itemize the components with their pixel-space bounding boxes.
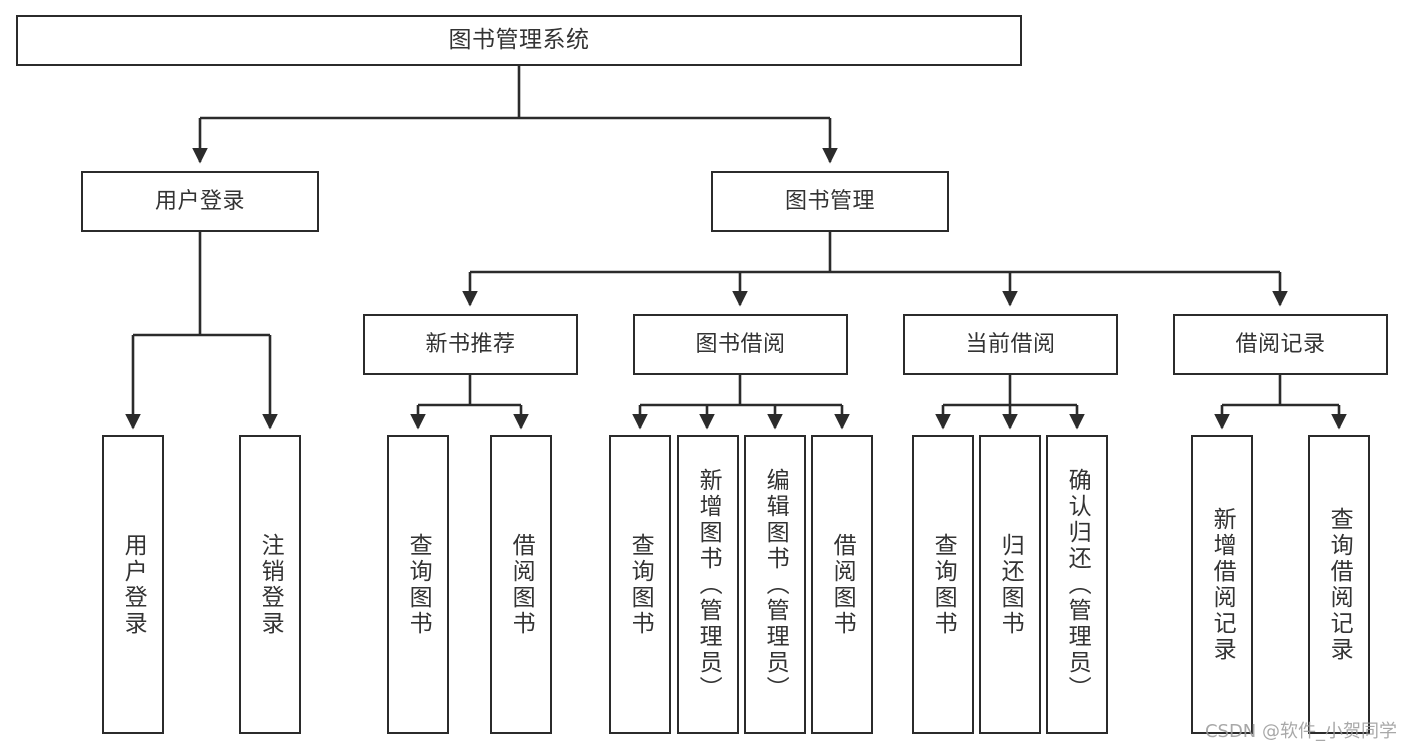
node-book-borrow-label: 图书借阅 [695, 331, 786, 357]
node-leaf-add-record-label: 新增借阅记录 [1209, 506, 1236, 663]
node-user-login-label: 用户登录 [154, 188, 245, 214]
node-leaf-query-record[interactable]: 查询借阅记录 [1308, 435, 1370, 734]
node-new-book-recommend-label: 新书推荐 [425, 331, 516, 357]
node-leaf-query-book-1-label: 查询图书 [405, 532, 432, 637]
node-leaf-logout[interactable]: 注销登录 [239, 435, 301, 734]
node-leaf-borrow-book-1-label: 借阅图书 [508, 532, 535, 637]
node-book-management[interactable]: 图书管理 [711, 171, 949, 232]
node-leaf-query-record-label: 查询借阅记录 [1326, 506, 1353, 663]
node-new-book-recommend[interactable]: 新书推荐 [363, 314, 578, 375]
node-current-borrow[interactable]: 当前借阅 [903, 314, 1118, 375]
node-leaf-borrow-book-2[interactable]: 借阅图书 [811, 435, 873, 734]
node-leaf-confirm-return[interactable]: 确认归还（管理员） [1046, 435, 1108, 734]
csdn-watermark: CSDN @软件_小贺同学 [1204, 721, 1397, 742]
node-user-login[interactable]: 用户登录 [81, 171, 319, 232]
node-leaf-add-record[interactable]: 新增借阅记录 [1191, 435, 1253, 734]
node-leaf-query-book-3-label: 查询图书 [930, 532, 957, 637]
node-leaf-edit-book-label: 编辑图书（管理员） [762, 467, 789, 702]
node-leaf-borrow-book-2-label: 借阅图书 [829, 532, 856, 637]
node-leaf-add-book-label: 新增图书（管理员） [695, 467, 722, 702]
node-book-management-label: 图书管理 [784, 188, 875, 214]
node-leaf-return-book-label: 归还图书 [997, 532, 1024, 637]
node-borrow-record-label: 借阅记录 [1235, 331, 1326, 357]
node-leaf-query-book-3[interactable]: 查询图书 [912, 435, 974, 734]
node-leaf-user-login-label: 用户登录 [120, 532, 147, 637]
node-book-borrow[interactable]: 图书借阅 [633, 314, 848, 375]
node-root-label: 图书管理系统 [448, 26, 590, 53]
node-root[interactable]: 图书管理系统 [16, 15, 1022, 66]
node-leaf-query-book-1[interactable]: 查询图书 [387, 435, 449, 734]
node-leaf-edit-book[interactable]: 编辑图书（管理员） [744, 435, 806, 734]
node-current-borrow-label: 当前借阅 [965, 331, 1056, 357]
node-leaf-logout-label: 注销登录 [257, 532, 284, 637]
node-leaf-borrow-book-1[interactable]: 借阅图书 [490, 435, 552, 734]
node-leaf-return-book[interactable]: 归还图书 [979, 435, 1041, 734]
node-leaf-query-book-2-label: 查询图书 [627, 532, 654, 637]
node-leaf-confirm-return-label: 确认归还（管理员） [1064, 467, 1091, 702]
node-borrow-record[interactable]: 借阅记录 [1173, 314, 1388, 375]
node-leaf-query-book-2[interactable]: 查询图书 [609, 435, 671, 734]
node-leaf-user-login[interactable]: 用户登录 [102, 435, 164, 734]
node-leaf-add-book[interactable]: 新增图书（管理员） [677, 435, 739, 734]
